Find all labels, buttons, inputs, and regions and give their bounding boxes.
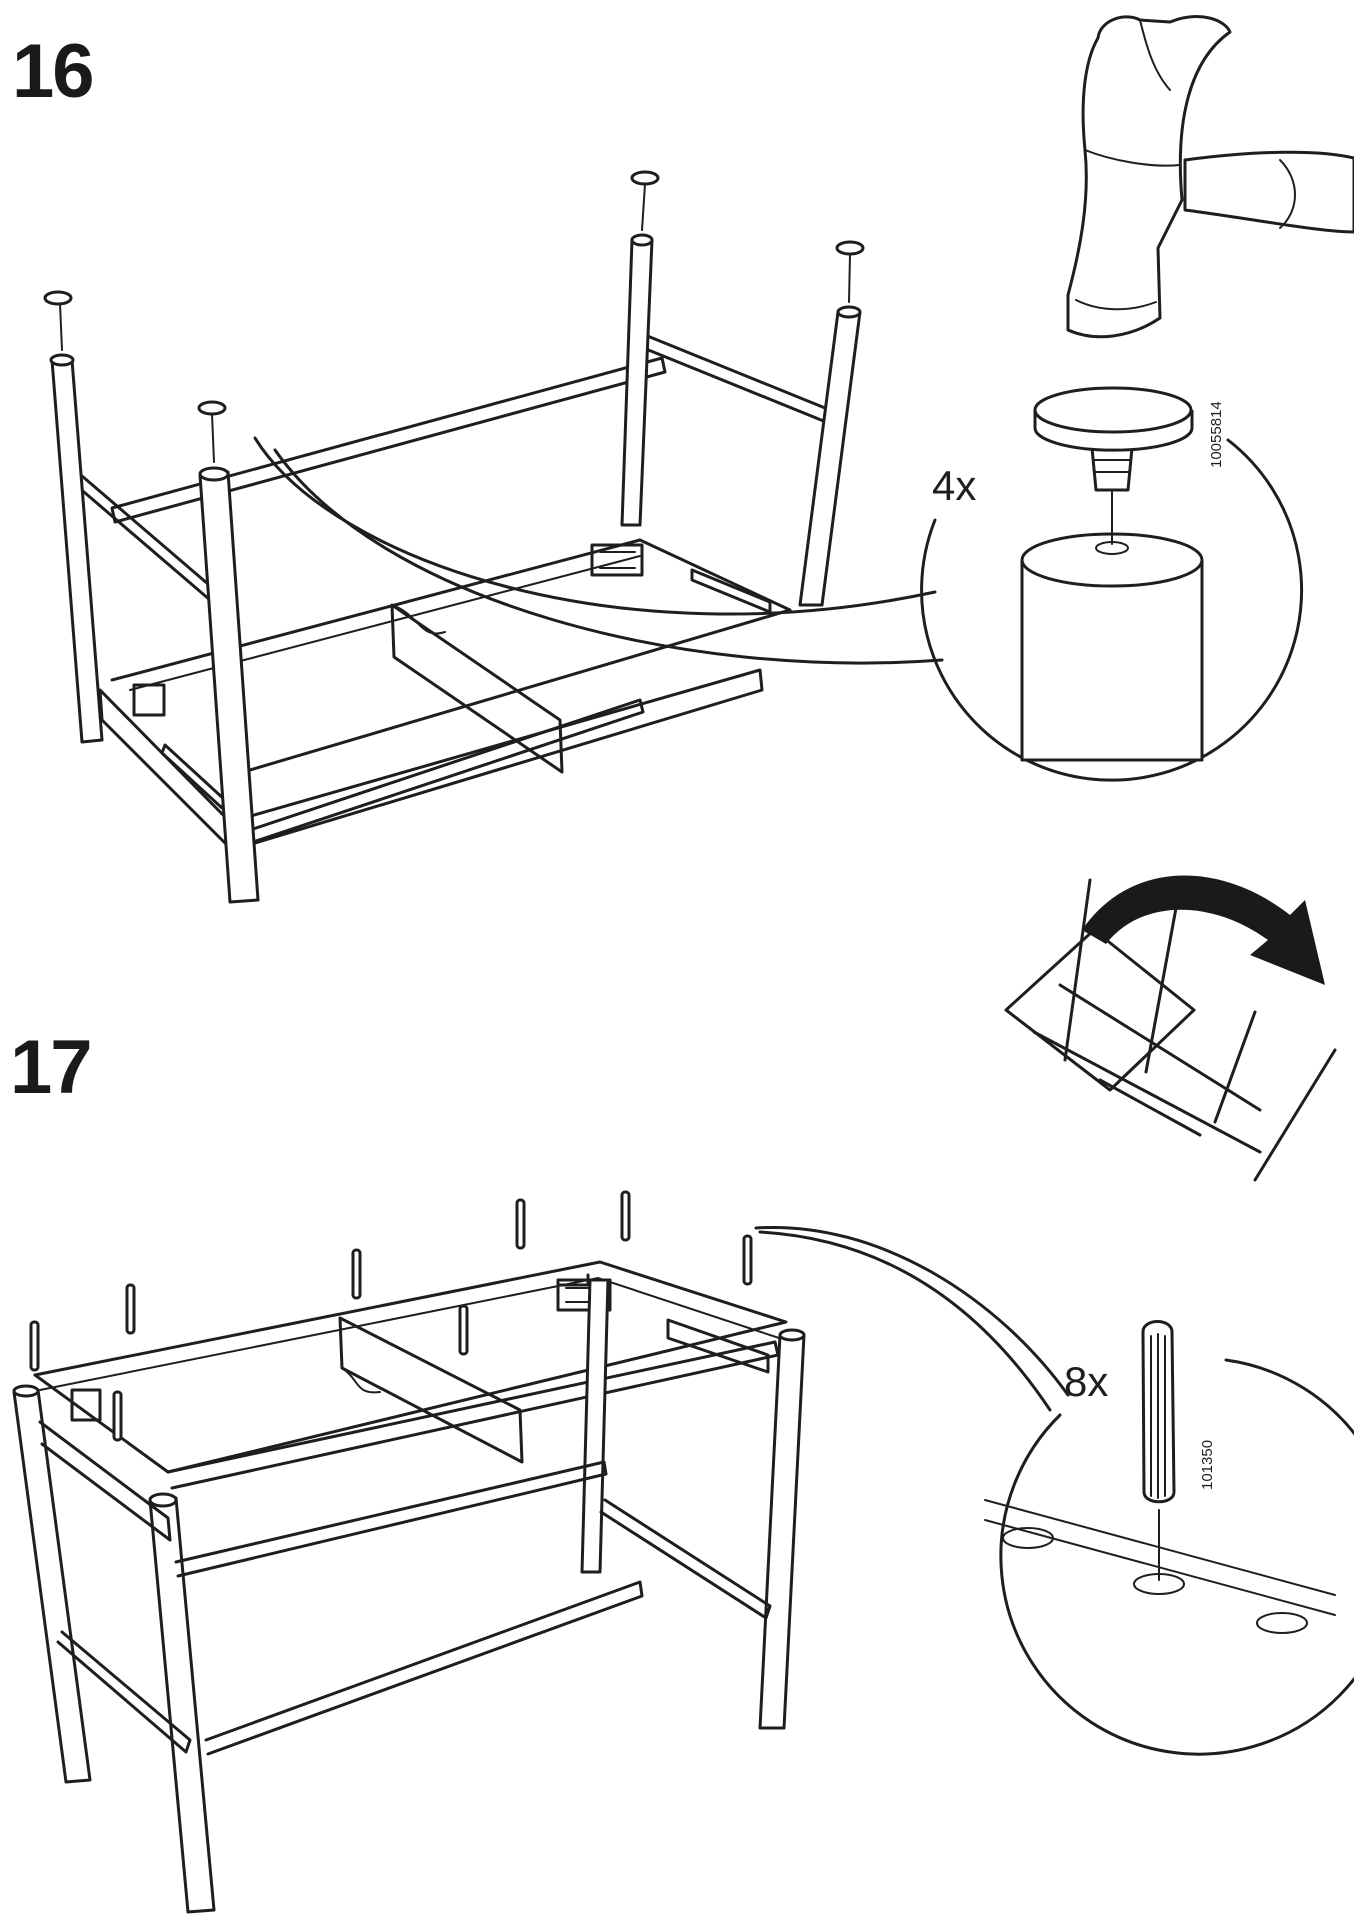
quantity-label: 8x bbox=[1064, 1358, 1108, 1405]
wood-dowel-icon bbox=[29, 1190, 753, 1442]
hammer-icon bbox=[1066, 15, 1354, 339]
part-number-label: 10055814 bbox=[1208, 401, 1225, 468]
step-number-17: 17 bbox=[10, 1025, 93, 1110]
desk-frame-with-dowels bbox=[12, 1190, 1070, 1914]
detail-glide-leg bbox=[920, 386, 1304, 782]
floor-glide-icon bbox=[43, 170, 865, 463]
step-number-16: 16 bbox=[12, 29, 95, 114]
quantity-label: 4x bbox=[932, 462, 976, 509]
detail-dowel-hole bbox=[984, 1320, 1354, 1756]
part-number-label: 101350 bbox=[1199, 1440, 1216, 1490]
flip-over-icon bbox=[1004, 875, 1337, 1182]
inverted-desk-frame bbox=[43, 170, 944, 904]
